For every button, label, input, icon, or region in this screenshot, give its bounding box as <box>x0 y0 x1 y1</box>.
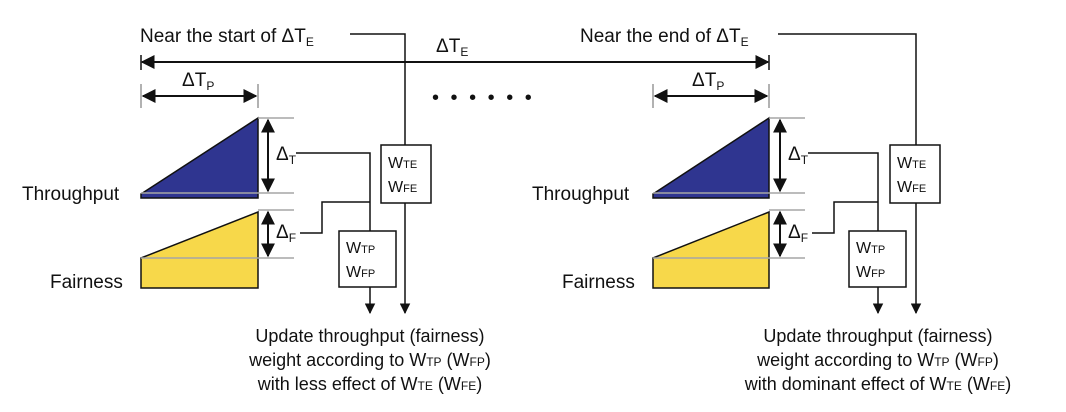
throughput-label: Throughput <box>532 184 630 205</box>
svg-text:WFE: WFE <box>388 179 417 196</box>
ellipsis: • • • • • • <box>432 87 535 109</box>
caption-line-2: weight according to WTP (WFP) <box>756 350 999 370</box>
svg-text:WFE: WFE <box>897 179 926 196</box>
svg-text:WFP: WFP <box>856 264 885 281</box>
period-label: ΔTE <box>436 36 468 59</box>
delta-t-label: ΔT <box>276 144 297 167</box>
svg-text:WTE: WTE <box>897 155 926 172</box>
fairness-shape <box>652 210 770 289</box>
delta-f-connector <box>812 201 878 234</box>
delta-f-label: ΔF <box>276 222 296 245</box>
svg-text:WTE: WTE <box>388 155 417 172</box>
caption-line-1: Update throughput (fairness) <box>763 326 992 346</box>
throughput-shape <box>140 116 259 199</box>
panel-left: ΔTP ΔT Throughput ΔF Fairness WTE WFE WT… <box>22 33 491 394</box>
caption-line-3: with dominant effect of WTE (WFE) <box>744 374 1011 394</box>
box-p: WTP WFP <box>338 230 397 288</box>
start-connector <box>350 33 411 315</box>
start-label: Near the start of ΔTE <box>140 26 314 49</box>
fairness-label: Fairness <box>562 272 635 293</box>
delta-f-connector <box>300 201 370 234</box>
caption-line-2: weight according to WTP (WFP) <box>248 350 491 370</box>
box-p: WTP WFP <box>848 230 907 288</box>
svg-text:WTP: WTP <box>856 240 885 257</box>
svg-text:WTP: WTP <box>346 240 375 257</box>
end-connector <box>778 33 922 315</box>
end-label: Near the end of ΔTE <box>580 26 749 49</box>
throughput-label: Throughput <box>22 184 120 205</box>
svg-text:WFP: WFP <box>346 264 375 281</box>
caption-line-1: Update throughput (fairness) <box>255 326 484 346</box>
tp-label: ΔTP <box>182 70 214 93</box>
fairness-label: Fairness <box>50 272 123 293</box>
fairness-shape <box>140 210 259 289</box>
panel-right: ΔTP ΔT Throughput ΔF Fairness WTE WFE WT… <box>532 33 1011 394</box>
throughput-shape <box>652 116 770 199</box>
delta-t-label: ΔT <box>788 144 809 167</box>
box-e: WTE WFE <box>380 144 432 204</box>
box-e: WTE WFE <box>889 144 941 204</box>
caption-line-3: with less effect of WTE (WFE) <box>257 374 482 394</box>
tp-label: ΔTP <box>692 70 724 93</box>
delta-f-label: ΔF <box>788 222 808 245</box>
